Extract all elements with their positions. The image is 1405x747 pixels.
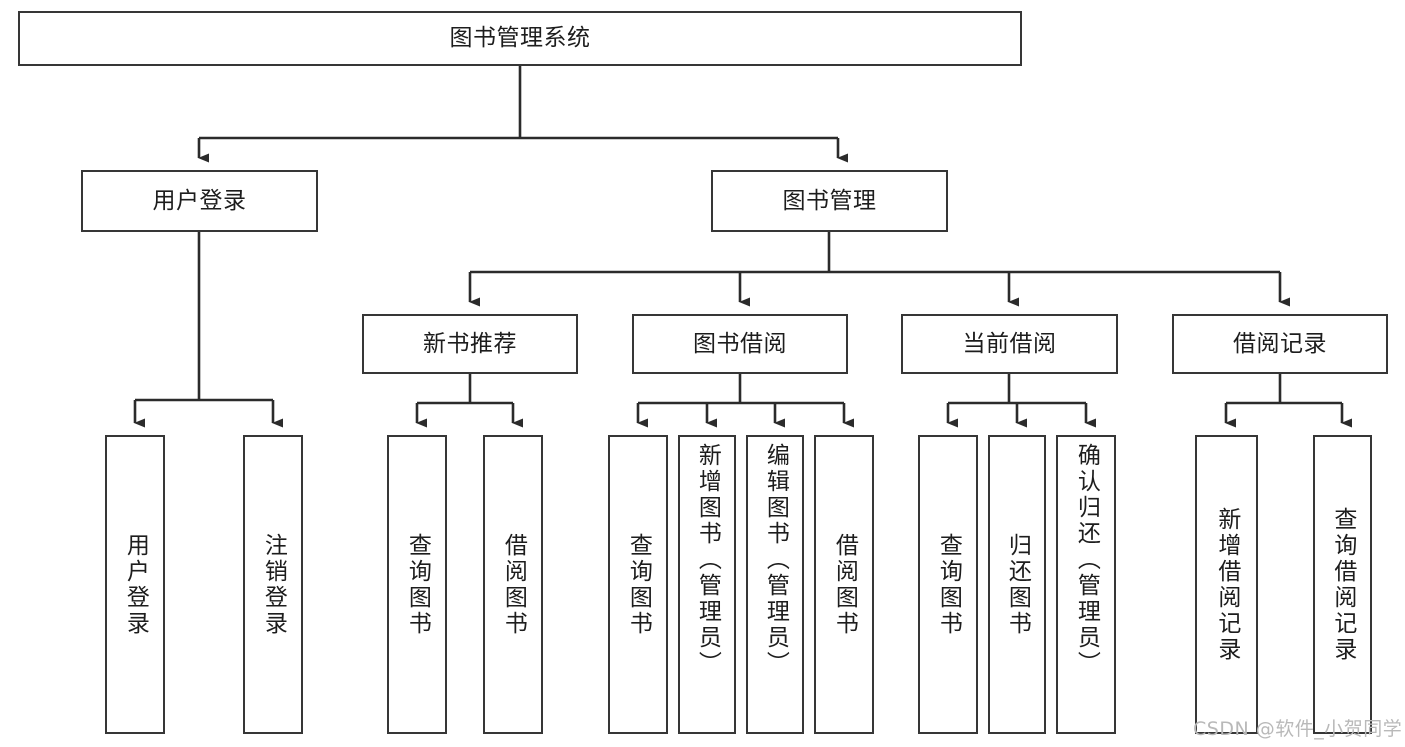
node-label: 新增图书（管理员）: [694, 443, 721, 677]
leaf-confirm-return-admin[interactable]: 确认归还（管理员）: [1056, 435, 1116, 734]
node-label: 图书管理系统: [449, 25, 591, 52]
leaf-query-book-borrow[interactable]: 查询图书: [608, 435, 668, 734]
node-label: 确认归还（管理员）: [1073, 443, 1100, 677]
leaf-query-book-current[interactable]: 查询图书: [918, 435, 978, 734]
leaf-borrow-book-newbook[interactable]: 借阅图书: [483, 435, 543, 734]
node-label: 编辑图书（管理员）: [762, 443, 789, 677]
node-label: 用户登录: [122, 532, 149, 637]
node-user-login[interactable]: 用户登录: [81, 170, 318, 232]
node-borrow-record[interactable]: 借阅记录: [1172, 314, 1388, 374]
node-current-borrow[interactable]: 当前借阅: [901, 314, 1118, 374]
node-label: 归还图书: [1004, 532, 1031, 637]
leaf-borrow-book[interactable]: 借阅图书: [814, 435, 874, 734]
leaf-query-borrow-record[interactable]: 查询借阅记录: [1313, 435, 1372, 734]
leaf-query-book-newbook[interactable]: 查询图书: [387, 435, 447, 734]
leaf-add-borrow-record[interactable]: 新增借阅记录: [1195, 435, 1258, 734]
node-label: 查询图书: [935, 532, 962, 637]
node-label: 借阅图书: [831, 532, 858, 637]
leaf-logout[interactable]: 注销登录: [243, 435, 303, 734]
node-label: 查询图书: [625, 532, 652, 637]
leaf-add-book-admin[interactable]: 新增图书（管理员）: [678, 435, 736, 734]
node-label: 新书推荐: [423, 330, 517, 357]
node-label: 注销登录: [260, 532, 287, 637]
node-label: 查询借阅记录: [1329, 506, 1356, 663]
node-label: 当前借阅: [962, 330, 1057, 357]
node-new-book-recommend[interactable]: 新书推荐: [362, 314, 578, 374]
leaf-user-login[interactable]: 用户登录: [105, 435, 165, 734]
node-label: 借阅图书: [500, 532, 527, 637]
node-book-management[interactable]: 图书管理: [711, 170, 948, 232]
leaf-edit-book-admin[interactable]: 编辑图书（管理员）: [746, 435, 804, 734]
node-label: 图书借阅: [693, 330, 787, 357]
node-label: 图书管理: [782, 187, 877, 214]
node-label: 借阅记录: [1233, 330, 1327, 357]
node-label: 新增借阅记录: [1213, 506, 1240, 663]
leaf-return-book[interactable]: 归还图书: [988, 435, 1046, 734]
node-label: 用户登录: [152, 187, 247, 214]
node-label: 查询图书: [404, 532, 431, 637]
node-root-system[interactable]: 图书管理系统: [18, 11, 1022, 66]
node-book-borrow[interactable]: 图书借阅: [632, 314, 848, 374]
